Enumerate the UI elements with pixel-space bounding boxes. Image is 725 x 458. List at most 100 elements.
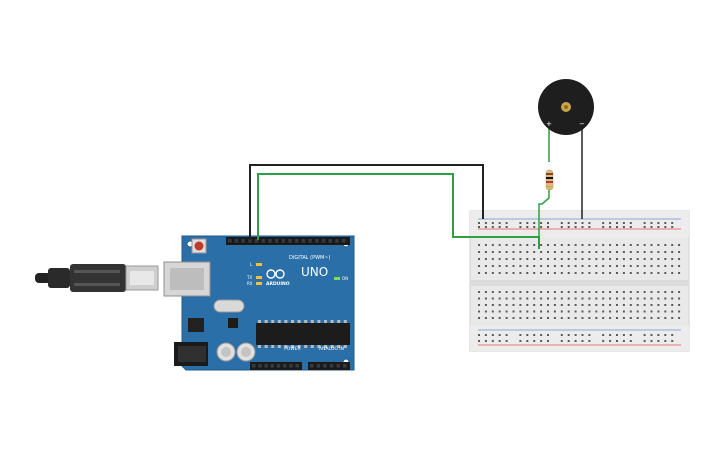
ic-pin: [317, 320, 321, 323]
breadboard-hole: [643, 304, 646, 306]
breadboard-hole: [609, 297, 612, 300]
breadboard-hole: [512, 258, 515, 260]
rail-hole: [526, 226, 529, 228]
piezo-buzzer[interactable]: + −: [538, 79, 594, 135]
breadboard-hole: [622, 317, 625, 319]
breadboard-hole: [484, 244, 487, 246]
breadboard-hole: [678, 310, 681, 313]
breadboard-hole: [560, 251, 563, 253]
rail-hole: [574, 334, 577, 336]
breadboard-hole: [657, 258, 660, 260]
small-chip: [228, 318, 238, 328]
breadboard-hole: [560, 272, 563, 274]
breadboard-hole: [478, 297, 480, 300]
breadboard-hole: [526, 317, 529, 319]
breadboard-hole: [519, 272, 522, 274]
header-pin: [283, 364, 287, 368]
breadboard-hole: [512, 251, 515, 253]
breadboard-hole: [505, 297, 508, 300]
rail-hole: [540, 334, 543, 336]
rail-hole: [664, 340, 667, 342]
breadboard[interactable]: [469, 210, 690, 352]
breadboard-hole: [491, 265, 494, 267]
arduino-uno-board[interactable]: L TX RX ON DIGITAL (PWM~) UNO ARDUINO PO…: [163, 235, 355, 371]
breadboard-hole: [671, 272, 674, 274]
breadboard-hole: [512, 244, 515, 246]
breadboard-hole: [547, 265, 549, 267]
usb-port: [163, 261, 211, 297]
breadboard-hole: [478, 272, 480, 274]
breadboard-hole: [491, 251, 494, 253]
rail-hole: [616, 340, 618, 342]
breadboard-hole: [678, 317, 681, 319]
header-pin: [276, 364, 281, 368]
breadboard-hole: [581, 272, 584, 274]
rail-hole: [602, 226, 605, 228]
rail-hole: [567, 222, 570, 224]
ic-pin: [304, 320, 308, 323]
reset-button[interactable]: [191, 238, 207, 254]
header-pin: [301, 239, 306, 243]
breadboard-hole: [588, 272, 591, 274]
analog-header-label: ANALOG IN: [319, 346, 344, 352]
breadboard-hole: [664, 244, 667, 246]
breadboard-hole: [526, 304, 529, 306]
on-label: ON: [342, 276, 348, 281]
breadboard-hole: [519, 258, 522, 260]
rail-hole: [547, 226, 549, 228]
ic-pin: [337, 345, 341, 348]
breadboard-hole: [664, 272, 667, 274]
breadboard-hole: [629, 317, 632, 319]
analog-header[interactable]: [308, 362, 350, 370]
breadboard-hole: [574, 265, 577, 267]
breadboard-hole: [533, 310, 536, 313]
breadboard-hole: [526, 291, 529, 293]
breadboard-hole: [643, 258, 646, 260]
ic-pin: [271, 345, 275, 348]
power-header[interactable]: [250, 362, 302, 370]
breadboard-hole: [664, 291, 667, 293]
rail-hole: [657, 226, 660, 228]
breadboard-hole: [540, 317, 543, 319]
rail-hole: [560, 340, 563, 342]
breadboard-hole: [574, 297, 577, 300]
wire-black-gnd[interactable]: [249, 164, 484, 240]
digital-header[interactable]: [226, 237, 350, 245]
breadboard-hole: [595, 297, 598, 300]
breadboard-hole: [505, 317, 508, 319]
breadboard-hole: [629, 304, 632, 306]
breadboard-hole: [526, 258, 529, 260]
rail-hole: [560, 222, 563, 224]
header-pin: [328, 239, 332, 243]
rail-hole: [650, 334, 653, 336]
rail-hole: [519, 340, 522, 342]
breadboard-hole: [505, 265, 508, 267]
rail-hole: [609, 226, 612, 228]
header-pin: [341, 239, 346, 243]
rail-hole: [491, 226, 494, 228]
breadboard-hole: [636, 272, 639, 274]
breadboard-hole: [588, 251, 591, 253]
breadboard-hole: [650, 317, 653, 319]
rail-hole: [671, 340, 674, 342]
breadboard-hole: [664, 297, 667, 300]
breadboard-hole: [567, 244, 570, 246]
header-pin: [335, 239, 339, 243]
usb-cable[interactable]: [35, 264, 159, 292]
breadboard-hole: [657, 310, 660, 313]
breadboard-hole: [636, 251, 639, 253]
breadboard-hole: [560, 304, 563, 306]
breadboard-hole: [526, 297, 529, 300]
breadboard-hole: [498, 297, 501, 300]
breadboard-hole: [609, 258, 612, 260]
breadboard-hole: [664, 310, 667, 313]
header-pin: [323, 364, 327, 368]
breadboard-hole: [616, 258, 618, 260]
breadboard-hole: [540, 310, 543, 313]
breadboard-hole: [588, 304, 591, 306]
rail-hole: [560, 226, 563, 228]
header-pin: [252, 364, 256, 368]
breadboard-hole: [657, 304, 660, 306]
resistor[interactable]: [545, 169, 554, 191]
breadboard-hole: [622, 272, 625, 274]
